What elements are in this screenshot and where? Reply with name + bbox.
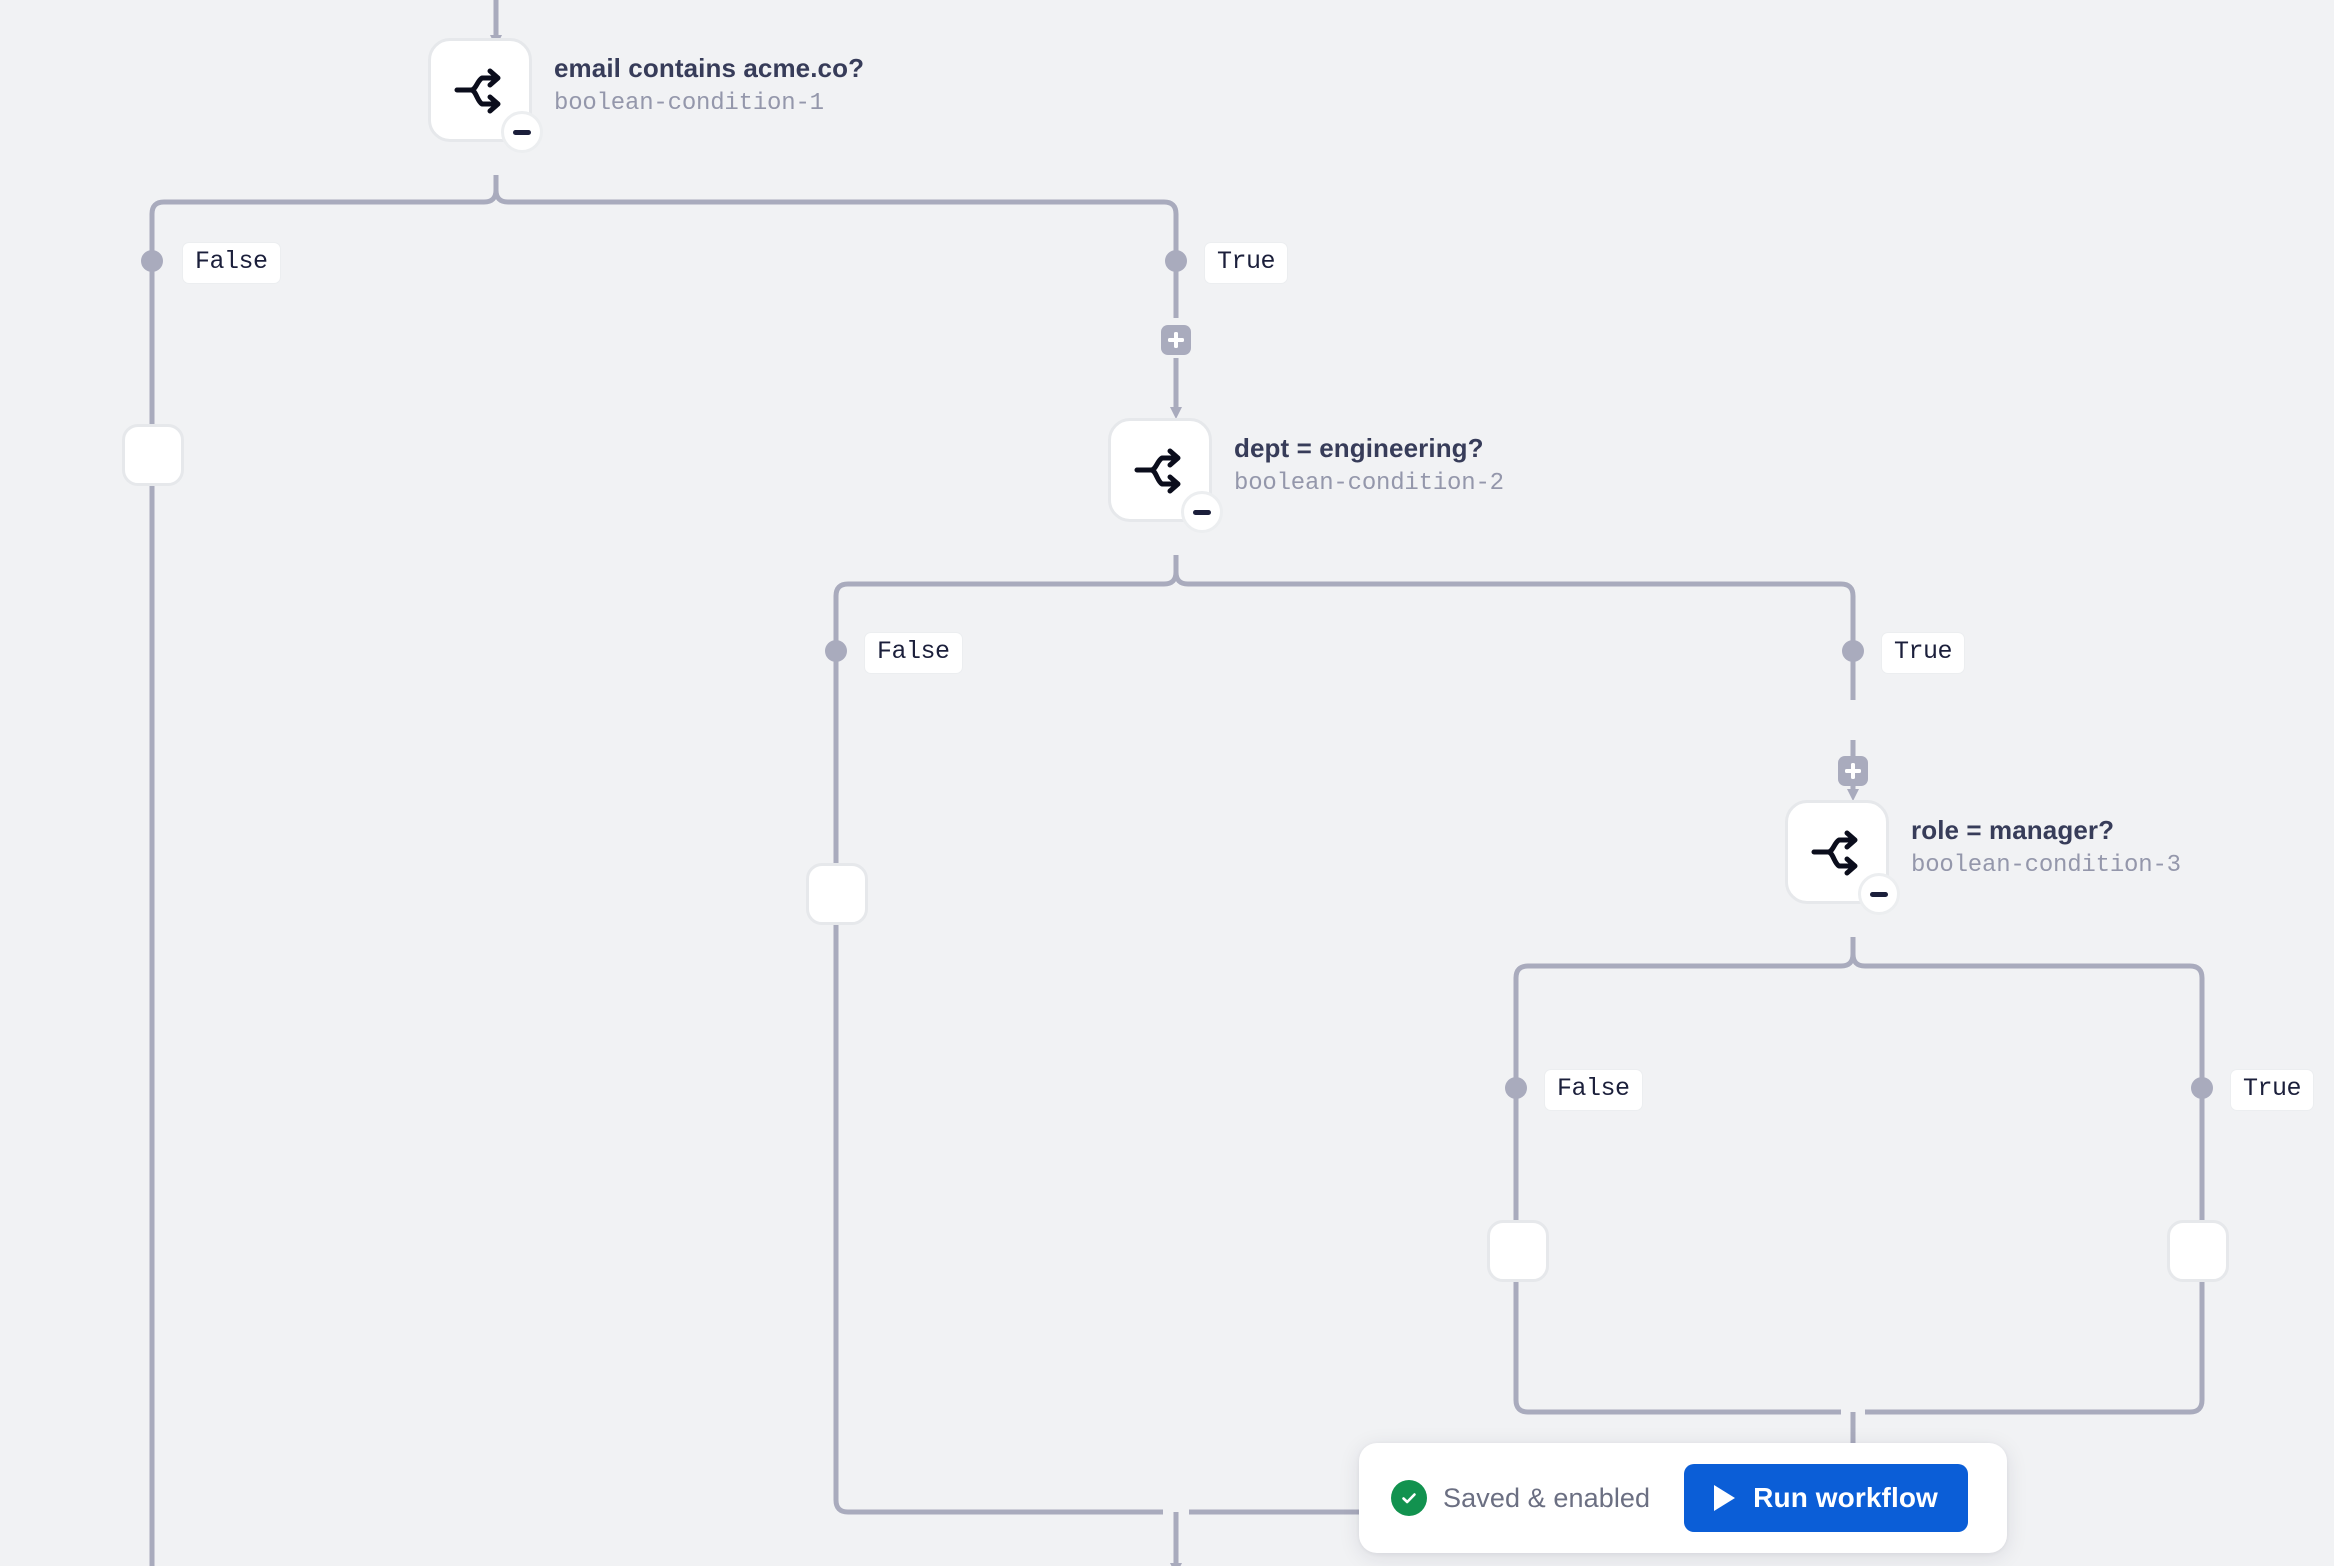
- branch-dot-true-2[interactable]: [1842, 640, 1864, 662]
- workflow-toolbar: Saved & enabled Run workflow: [1359, 1443, 2007, 1553]
- collapse-node-button[interactable]: [1181, 491, 1223, 533]
- check-circle-icon: [1391, 1480, 1427, 1516]
- add-step-true-branch-1[interactable]: [1161, 325, 1191, 355]
- minus-icon: [513, 129, 531, 135]
- run-workflow-button[interactable]: Run workflow: [1684, 1464, 1968, 1532]
- empty-step-false-branch-1[interactable]: [122, 424, 184, 486]
- branch-label-true-1[interactable]: True: [1204, 242, 1289, 284]
- branch-label-false-1[interactable]: False: [182, 242, 281, 284]
- save-status-text: Saved & enabled: [1443, 1482, 1651, 1513]
- branch-split-icon: [1134, 448, 1181, 494]
- branch-dot-false-3[interactable]: [1505, 1077, 1527, 1099]
- branch-dot-false-1[interactable]: [141, 250, 163, 272]
- add-step-true-branch-2[interactable]: [1838, 756, 1868, 786]
- collapse-node-button[interactable]: [1858, 873, 1900, 915]
- node-subtitle: boolean-condition-1: [554, 89, 824, 117]
- run-workflow-label: Run workflow: [1753, 1482, 1938, 1513]
- collapse-node-button[interactable]: [501, 111, 543, 153]
- node-title: dept = engineering?: [1234, 433, 1484, 463]
- empty-step-false-branch-3[interactable]: [1487, 1220, 1549, 1282]
- empty-step-false-branch-2[interactable]: [806, 863, 868, 925]
- node-boolean-condition-2[interactable]: dept = engineering? boolean-condition-2: [1108, 418, 1504, 533]
- branch-label-true-3[interactable]: True: [2230, 1069, 2315, 1111]
- play-icon: [1714, 1485, 1736, 1511]
- node-boolean-condition-1[interactable]: email contains acme.co? boolean-conditio…: [428, 38, 864, 153]
- node-icon-box[interactable]: [428, 38, 543, 153]
- node-title: email contains acme.co?: [554, 53, 865, 83]
- node-boolean-condition-3[interactable]: role = manager? boolean-condition-3: [1785, 800, 2181, 915]
- empty-step-true-branch-3[interactable]: [2167, 1220, 2229, 1282]
- node-label-group: role = manager? boolean-condition-3: [1911, 814, 2181, 881]
- node-icon-box[interactable]: [1785, 800, 1900, 915]
- node-label-group: dept = engineering? boolean-condition-2: [1234, 432, 1504, 499]
- branch-dot-true-1[interactable]: [1165, 250, 1187, 272]
- branch-label-false-3[interactable]: False: [1544, 1069, 1643, 1111]
- node-subtitle: boolean-condition-3: [1911, 851, 2181, 879]
- node-title: role = manager?: [1911, 815, 2115, 845]
- node-subtitle: boolean-condition-2: [1234, 469, 1504, 497]
- minus-icon: [1193, 509, 1211, 515]
- minus-icon: [1870, 891, 1888, 897]
- branch-split-icon: [1811, 830, 1858, 876]
- node-icon-box[interactable]: [1108, 418, 1223, 533]
- branch-split-icon: [454, 68, 501, 114]
- branch-dot-true-3[interactable]: [2191, 1077, 2213, 1099]
- branch-label-true-2[interactable]: True: [1881, 632, 1966, 674]
- save-status: Saved & enabled: [1391, 1480, 1650, 1516]
- branch-dot-false-2[interactable]: [825, 640, 847, 662]
- node-label-group: email contains acme.co? boolean-conditio…: [554, 52, 864, 119]
- branch-label-false-2[interactable]: False: [864, 632, 963, 674]
